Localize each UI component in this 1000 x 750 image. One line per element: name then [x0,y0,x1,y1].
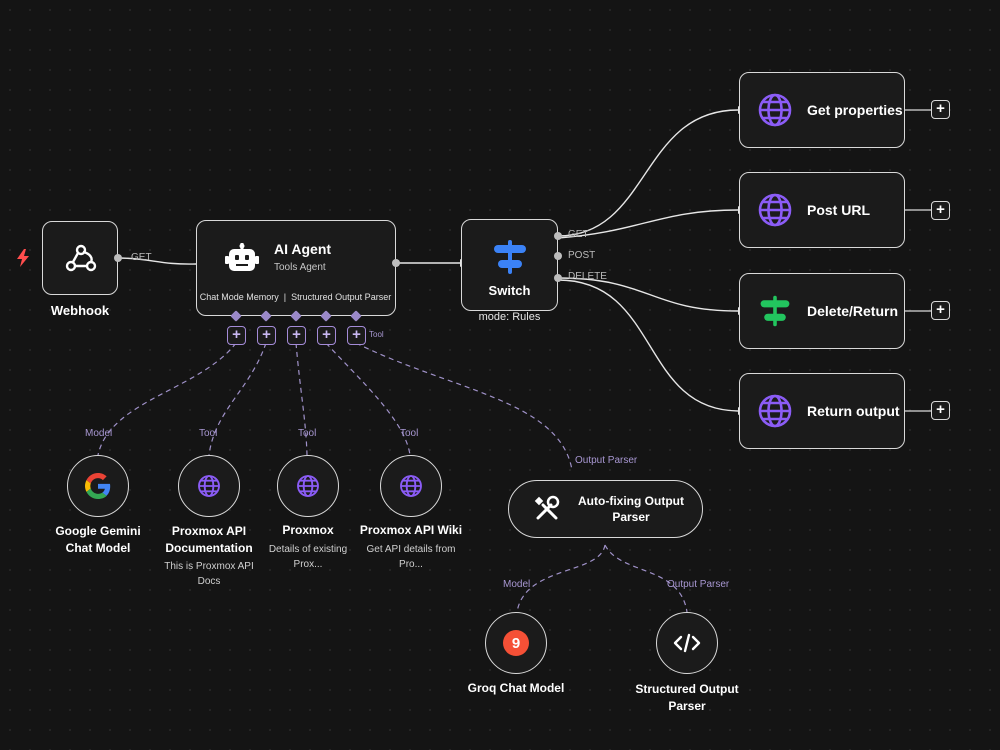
add-after-post-url-button[interactable]: + [931,201,950,220]
plus-connector-lines [905,109,931,412]
delete-return-label: Delete/Return [807,303,899,319]
globe-icon [758,394,792,428]
groq-chat-model-node[interactable]: 9 [485,612,547,674]
ai-agent-node[interactable]: AI Agent Tools Agent Chat Mode Memory | … [196,220,396,316]
parser-model-sub-connection [516,544,606,613]
proxmox-node[interactable] [277,455,339,517]
switch-delete-connection [557,277,739,312]
webhook-node[interactable] [42,221,118,295]
code-icon [673,633,701,653]
switch-get-connection [557,109,739,237]
ai-agent-subtitle: Tools Agent [274,262,326,273]
add-tool-tail-label: Tool [369,330,384,339]
switch-output-post-label: POST [568,250,596,261]
post-url-label: Post URL [807,202,870,218]
tool-sub-connection-2 [295,342,308,456]
proxmox-title: Proxmox [282,523,334,537]
webhook-output-label: GET [131,252,152,263]
add-after-get-properties-button[interactable]: + [931,100,950,119]
switch-get-handle[interactable] [554,232,562,240]
groq-chat-model-title: Groq Chat Model [467,681,565,695]
get-properties-label: Get properties [807,102,903,118]
switch-output-delete-label: DELETE [568,271,607,282]
switch-output-get-label: GET [568,229,589,240]
globe-icon [758,93,792,127]
auto-fixing-output-parser-node[interactable]: Auto-fixing Output Parser [508,480,703,538]
switch-delete-handle[interactable] [554,274,562,282]
structured-output-parser-node[interactable] [656,612,718,674]
structured-parser-connection-label: Output Parser [667,579,730,590]
globe-icon [297,475,319,497]
tool-sub-connection-1 [208,342,267,456]
delete-return-node[interactable]: Delete/Return [739,273,905,349]
switch-delete-return-connection [557,279,739,412]
switch-icon [760,295,790,327]
add-tool-button-3[interactable]: + [317,326,336,345]
groq-icon: 9 [503,630,529,656]
lightning-bolt-icon [17,249,29,267]
proxmox-api-documentation-desc: This is Proxmox API Docs [164,561,254,587]
globe-icon [758,193,792,227]
add-tool-button-1[interactable]: + [257,326,276,345]
proxmox-api-wiki-desc: Get API details from Pro... [366,544,456,570]
google-icon [85,473,111,499]
add-tool-button-2[interactable]: + [287,326,306,345]
switch-mode-label: mode: Rules [478,311,541,323]
tools-icon [534,495,560,520]
webhook-icon [65,244,97,272]
tool-sub-connection-3 [325,342,411,456]
groq-model-connection-label: Model [503,579,531,590]
tool-connection-label-1: Tool [199,428,218,439]
post-url-node[interactable]: Post URL [739,172,905,248]
switch-post-handle[interactable] [554,252,562,260]
return-output-label: Return output [807,403,900,419]
add-after-return-output-button[interactable]: + [931,401,950,420]
structured-output-parser-title: Structured Output Parser [635,682,739,713]
svg-text:9: 9 [512,635,520,652]
switch-node[interactable]: Switch [461,219,558,311]
switch-icon [494,240,526,274]
switch-get-to-post-connection [557,209,739,239]
webhook-to-agent-connection [117,257,197,265]
webhook-output-handle[interactable] [114,254,122,262]
get-properties-node[interactable]: Get properties [739,72,905,148]
add-output-parser-button[interactable]: + [347,326,366,345]
model-connection-label: Model [85,428,113,439]
tool-connection-label-3: Tool [400,428,419,439]
tool-connection-label-2: Tool [298,428,317,439]
ai-agent-ports-label: Chat Mode Memory | Structured Output Par… [199,292,392,302]
proxmox-api-documentation-title: Proxmox API Documentation [165,524,253,555]
model-sub-connection [97,342,237,456]
google-gemini-chat-model-node[interactable] [67,455,129,517]
proxmox-api-wiki-title: Proxmox API Wiki [359,523,463,537]
webhook-label: Webhook [50,303,110,318]
proxmox-api-wiki-node[interactable] [380,455,442,517]
auto-fixing-output-parser-title: Auto-fixing Output Parser [578,494,684,524]
ai-agent-title: AI Agent [274,241,332,257]
output-parser-sub-connection [355,342,573,471]
globe-icon [400,475,422,497]
globe-icon [198,475,220,497]
add-model-button[interactable]: + [227,326,246,345]
switch-title: Switch [488,283,531,298]
return-output-node[interactable]: Return output [739,373,905,449]
parser-structured-sub-connection [604,544,688,613]
output-parser-connection-label: Output Parser [575,455,638,466]
google-gemini-chat-model-title: Google Gemini Chat Model [55,524,141,555]
robot-icon [225,243,259,271]
proxmox-desc: Details of existing Prox... [268,544,348,570]
add-after-delete-return-button[interactable]: + [931,301,950,320]
proxmox-api-documentation-node[interactable] [178,455,240,517]
ai-agent-output-handle[interactable] [392,259,400,267]
